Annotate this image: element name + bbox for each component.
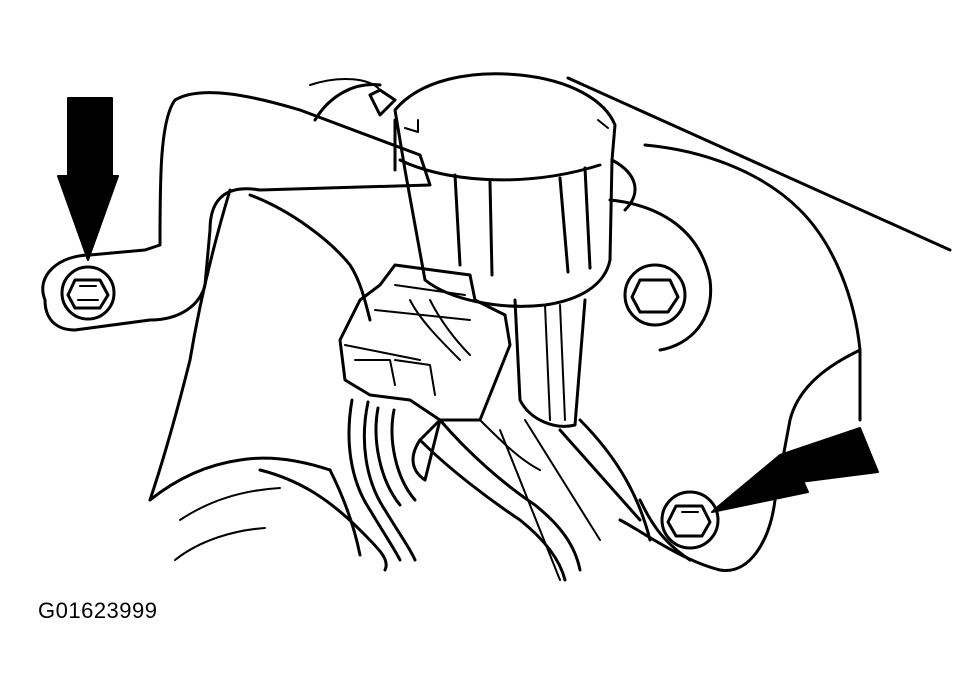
housing-outline bbox=[558, 76, 952, 572]
mounting-bracket bbox=[41, 78, 432, 332]
insulation-wrap bbox=[148, 188, 388, 572]
arrow-to-left-bolt bbox=[57, 97, 119, 261]
center-bolt bbox=[623, 263, 687, 327]
figure-id-label: G01623999 bbox=[38, 598, 158, 623]
left-mounting-bolt bbox=[60, 265, 116, 321]
right-mounting-bolt bbox=[660, 490, 720, 550]
wiring-harness bbox=[347, 398, 601, 582]
arrow-to-right-bolt bbox=[711, 427, 879, 513]
solenoid-body bbox=[368, 72, 637, 428]
electrical-connector bbox=[338, 263, 512, 422]
